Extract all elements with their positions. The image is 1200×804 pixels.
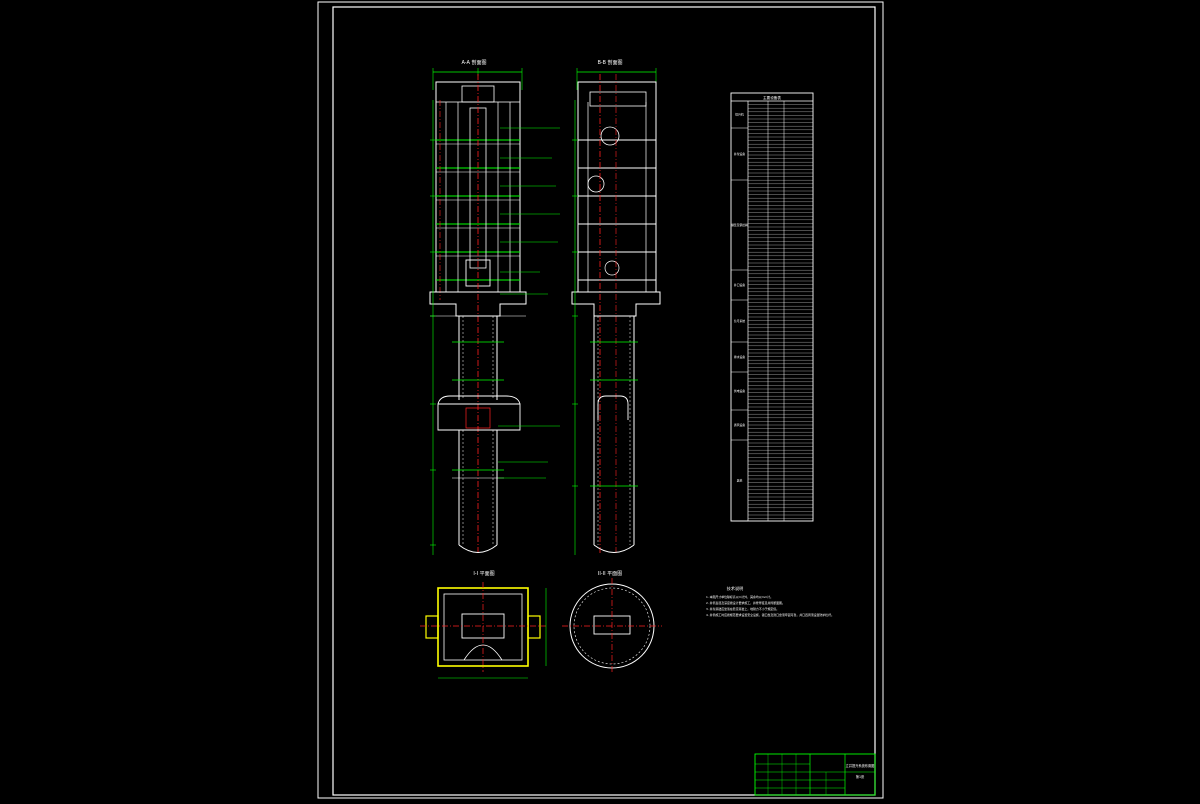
table-group-label: 其他: [737, 479, 743, 483]
table-group-label: 供电设备: [734, 389, 745, 393]
equipment-table: 主要设备表 提升机井架设备罐笼及钢丝绳井口设备信号系统排水设备供电设备通风设备其…: [730, 92, 814, 522]
table-group-label: 井架设备: [734, 152, 745, 156]
note-1: 1. 本图尺寸单位除标高以m计外，其余均以mm计。: [706, 594, 773, 599]
sheet-number: 第1张: [856, 774, 865, 779]
plan-1-view: [420, 582, 547, 679]
plan-1-title: I-I 平面图: [473, 571, 494, 577]
plan-2-view: [562, 578, 662, 674]
table-group-label: 通风设备: [734, 423, 745, 427]
section-b-title: B-B 剖面图: [597, 59, 622, 66]
technical-notes: 技术说明 1. 本图尺寸单位除标高以m计外，其余均以mm计。 2. 井筒直径及深…: [706, 585, 834, 617]
notes-title: 技术说明: [727, 585, 744, 592]
section-a-elevation: [429, 68, 560, 555]
note-4: 4. 井筒施工时应按规范要求设置安全设施，锁口盘及封口盘须牢固可靠，井口四周须设…: [706, 612, 834, 617]
table-group-label: 罐笼及钢丝绳: [731, 223, 748, 227]
table-group-label: 井口设备: [734, 283, 745, 287]
outer-frame: [317, 1, 884, 799]
title-block: 立井提升系统布置图 第1张: [754, 753, 876, 796]
note-3: 3. 井架基础应坐落在稳定基岩上，地耐力不小于规定值。: [706, 606, 779, 611]
table-group-label: 信号系统: [734, 319, 745, 323]
table-group-label: 提升机: [735, 113, 744, 117]
plan-2-title: II-II 平面图: [598, 571, 622, 577]
inner-frame: [332, 6, 876, 796]
table-group-label: 排水设备: [734, 355, 745, 359]
drawing-name: 立井提升系统布置图: [846, 763, 875, 768]
note-2: 2. 井筒直径及深度按设计要求施工，井壁厚度见井筒断面图。: [706, 600, 785, 605]
section-a-title: A-A 剖面图: [461, 59, 486, 66]
equipment-table-header: 主要设备表: [763, 95, 781, 100]
section-b-elevation: [571, 68, 661, 555]
